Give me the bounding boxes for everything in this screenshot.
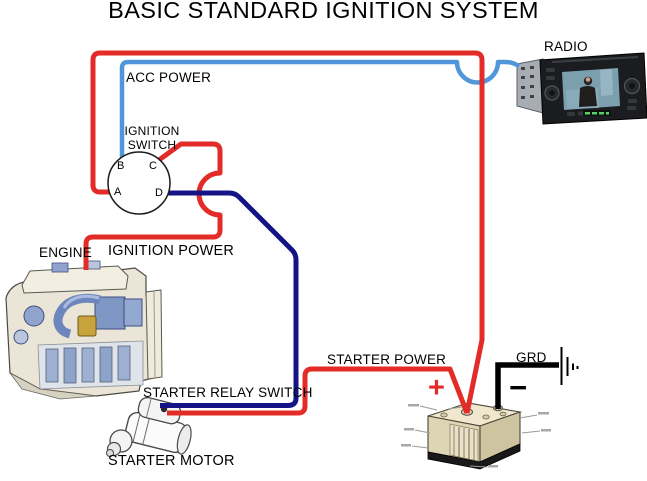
engine-illustration [5,260,163,400]
starter-motor-illustration [106,396,192,457]
ground-symbol [560,347,579,385]
switch-terminal-b: B [117,160,125,172]
ignition-power-label: IGNITION POWER [108,243,235,259]
battery-positive-sign: + [428,372,445,404]
acc-power-label: ACC POWER [126,70,212,85]
ignition-switch-label: IGNITION SWITCH [124,124,180,152]
diagram-title: BASIC STANDARD IGNITION SYSTEM [108,0,539,23]
battery-illustration [401,402,551,470]
ignition-power-wire [83,141,223,270]
acc-power-wire [119,59,521,158]
switch-terminal-c: C [149,160,157,172]
starter-relay-wire [160,190,299,408]
starter-power-wire [167,366,470,416]
starter-power-label: STARTER POWER [327,352,447,367]
ignition-switch-body [107,151,171,215]
battery-annotation-lines [411,405,541,468]
switch-terminal-a: A [114,186,122,198]
battery-annotation-marks [401,404,551,468]
engine-label: ENGINE [39,245,92,260]
starter-relay-switch-label: STARTER RELAY SWITCH [143,385,313,400]
battery-to-ignition-wire [90,50,485,414]
ground-label: GRD [516,350,547,365]
switch-terminal-d: D [155,187,163,199]
radio-illustration [516,52,647,125]
starter-motor-label: STARTER MOTOR [108,453,235,469]
battery-negative-sign: − [509,370,528,405]
radio-label: RADIO [544,39,588,54]
ground-wire [495,362,559,409]
